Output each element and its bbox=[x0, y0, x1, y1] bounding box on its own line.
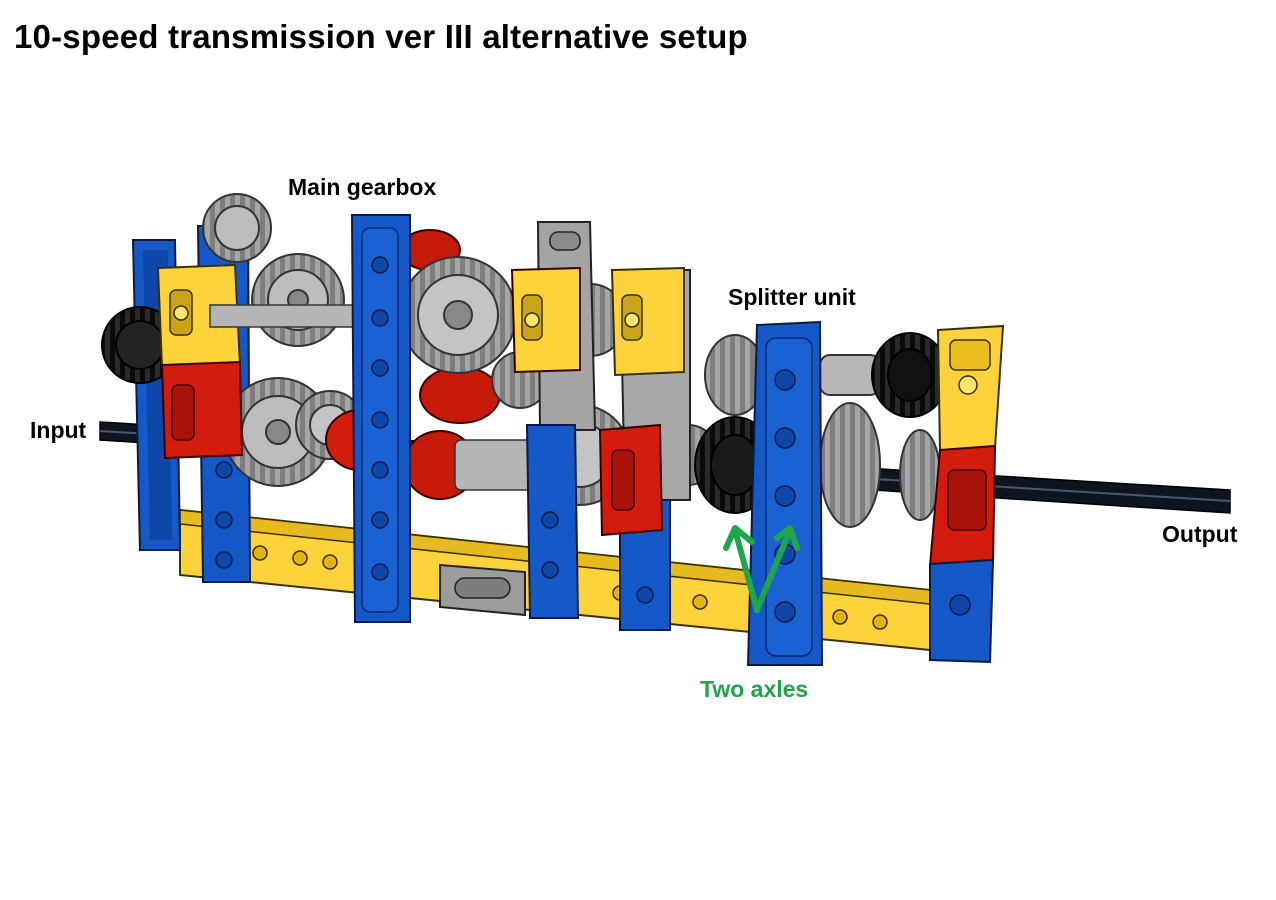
yellow-block bbox=[156, 263, 242, 370]
yellow-block bbox=[610, 266, 685, 377]
blue-beam-main bbox=[350, 214, 411, 623]
blue-beam-splitter bbox=[746, 320, 824, 666]
gear-cluster-splitter bbox=[694, 332, 949, 528]
yellow-block bbox=[510, 266, 581, 374]
blue-beam bbox=[929, 558, 995, 664]
output-label: Output bbox=[1162, 521, 1238, 547]
splitter-unit-label: Splitter unit bbox=[728, 284, 856, 310]
red-block bbox=[598, 423, 664, 537]
red-block bbox=[160, 360, 244, 460]
two-axles-label: Two axles bbox=[700, 676, 809, 702]
page-title: 10-speed transmission ver III alternativ… bbox=[14, 18, 748, 55]
two-axles-arrow bbox=[723, 525, 800, 613]
main-gearbox-label: Main gearbox bbox=[288, 174, 437, 200]
blue-beam bbox=[525, 424, 580, 619]
yellow-block bbox=[936, 324, 1005, 454]
red-block bbox=[928, 444, 997, 568]
input-label: Input bbox=[30, 417, 87, 443]
